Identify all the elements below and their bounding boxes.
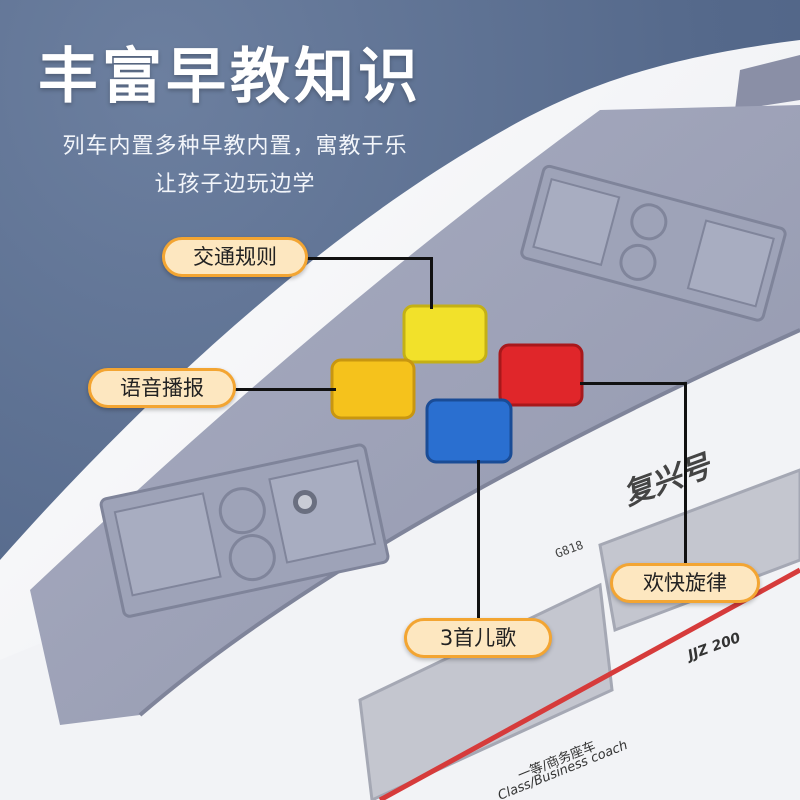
- red-button[interactable]: [498, 343, 584, 407]
- blue-button[interactable]: [425, 398, 513, 464]
- orange-yellow-button[interactable]: [330, 358, 416, 420]
- vent-module-lower: [99, 443, 390, 618]
- callout-happy-melody: 欢快旋律: [610, 563, 760, 603]
- callout-traffic-rules: 交通规则: [162, 237, 308, 277]
- leader-songs-v: [477, 460, 480, 620]
- red-stripe: [378, 567, 800, 800]
- roof-strip: [735, 55, 800, 110]
- page-title: 丰富早教知识: [38, 42, 422, 112]
- leader-melody-v: [684, 382, 687, 565]
- leader-traffic-v: [430, 257, 433, 309]
- vent-module-upper: [520, 164, 787, 322]
- leader-melody-h: [580, 382, 686, 385]
- callout-three-songs: 3首儿歌: [404, 618, 552, 658]
- roof-panel-edge: [138, 328, 800, 717]
- subtitle-line-1: 列车内置多种早教内置，寓教于乐: [62, 134, 408, 159]
- callout-voice-broadcast: 语音播报: [88, 368, 236, 408]
- leader-traffic-h: [305, 257, 432, 260]
- leader-voice-h: [232, 388, 336, 391]
- yellow-button[interactable]: [402, 304, 488, 364]
- subtitle-line-2: 让孩子边玩边学: [154, 172, 316, 197]
